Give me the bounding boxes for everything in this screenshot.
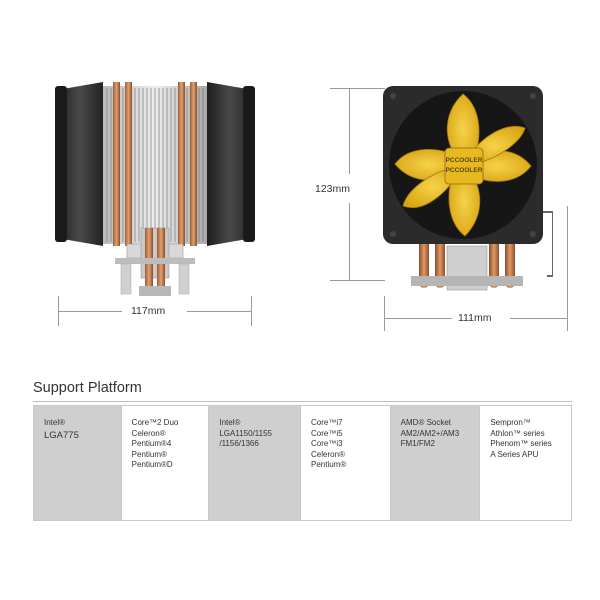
- dim-tick-top: [330, 88, 385, 89]
- dim-line-width-a: [384, 318, 452, 319]
- cell-line: Pentium®: [311, 460, 347, 469]
- table-cell-intel-lga775: Intel® LGA775: [34, 406, 122, 520]
- fan-logo-text-2: PCCOOLER: [446, 167, 483, 174]
- cell-line: Pentium®4: [131, 439, 172, 448]
- front-width-label: 111mm: [458, 312, 492, 324]
- cooler-front-view: PCCOOLER PCCOOLER: [383, 86, 554, 296]
- cell-line: Celeron®: [311, 449, 345, 459]
- cell-line: AMD® Socket: [400, 418, 452, 427]
- cell-line: AM2/AM2+/AM3: [400, 428, 460, 438]
- dim-tick-left-2: [384, 296, 385, 331]
- cell-line: Core™i5: [311, 428, 343, 438]
- cell-line: Core™2 Duo: [131, 418, 179, 427]
- cell-line: A Series APU: [490, 449, 539, 459]
- table-cell-amd-socket: AMD® Socket AM2/AM2+/AM3 FM1/FM2: [390, 406, 481, 520]
- dim-tick-right: [251, 296, 252, 326]
- cell-line: Intel®: [44, 418, 66, 427]
- right-fan: [207, 82, 253, 246]
- dim-line-side-a: [58, 311, 122, 312]
- cell-line: Pentium®: [131, 449, 167, 459]
- dim-line-side-b: [187, 311, 251, 312]
- dim-tick-bottom: [330, 280, 385, 281]
- cooler-front-illustration: PCCOOLER PCCOOLER: [383, 86, 554, 291]
- cell-line: FM1/FM2: [400, 439, 435, 448]
- table-cell-lga775-cpus: Core™2 Duo Celeron® Pentium®4 Pentium® P…: [121, 406, 210, 520]
- fan-hub: [444, 147, 484, 185]
- cell-line: LGA775: [44, 429, 79, 441]
- support-platform-title: Support Platform: [33, 380, 142, 396]
- cell-line: Athlon™ series: [490, 428, 545, 438]
- cooler-side-illustration: [55, 82, 255, 296]
- fan-logo-text-1: PCCOOLER: [446, 157, 483, 164]
- dim-line-height-a: [349, 88, 350, 174]
- cell-line: Sempron™: [490, 418, 531, 427]
- cell-line: /1156/1366: [219, 439, 259, 448]
- cell-line: Celeron®: [131, 428, 166, 438]
- cell-line: Pentium®D: [131, 460, 173, 469]
- title-divider: [33, 401, 572, 402]
- cell-line: Intel®: [219, 418, 241, 427]
- left-fan: [57, 82, 103, 246]
- table-cell-core-cpus: Core™i7 Core™i5 Core™i3 Celeron® Pentium…: [301, 406, 391, 520]
- cell-line: Core™i3: [311, 439, 343, 448]
- side-width-label: 117mm: [131, 305, 166, 317]
- table-cell-intel-lga115x: Intel® LGA1150/1155 /1156/1366: [209, 406, 301, 520]
- dim-line-width-b: [510, 318, 567, 319]
- dim-tick-right-2: [567, 206, 568, 331]
- cell-line: Phenom™ series: [490, 439, 552, 448]
- cell-line: Core™i7: [311, 418, 343, 427]
- cooler-side-view: [55, 78, 255, 300]
- front-height-label: 123mm: [315, 183, 351, 195]
- dim-line-height-b: [349, 203, 350, 280]
- support-platform-table: Intel® LGA775 Core™2 Duo Celeron® Pentiu…: [33, 405, 572, 521]
- table-cell-amd-cpus: Sempron™ Athlon™ series Phenom™ series A…: [480, 406, 571, 520]
- cell-line: LGA1150/1155: [219, 428, 272, 438]
